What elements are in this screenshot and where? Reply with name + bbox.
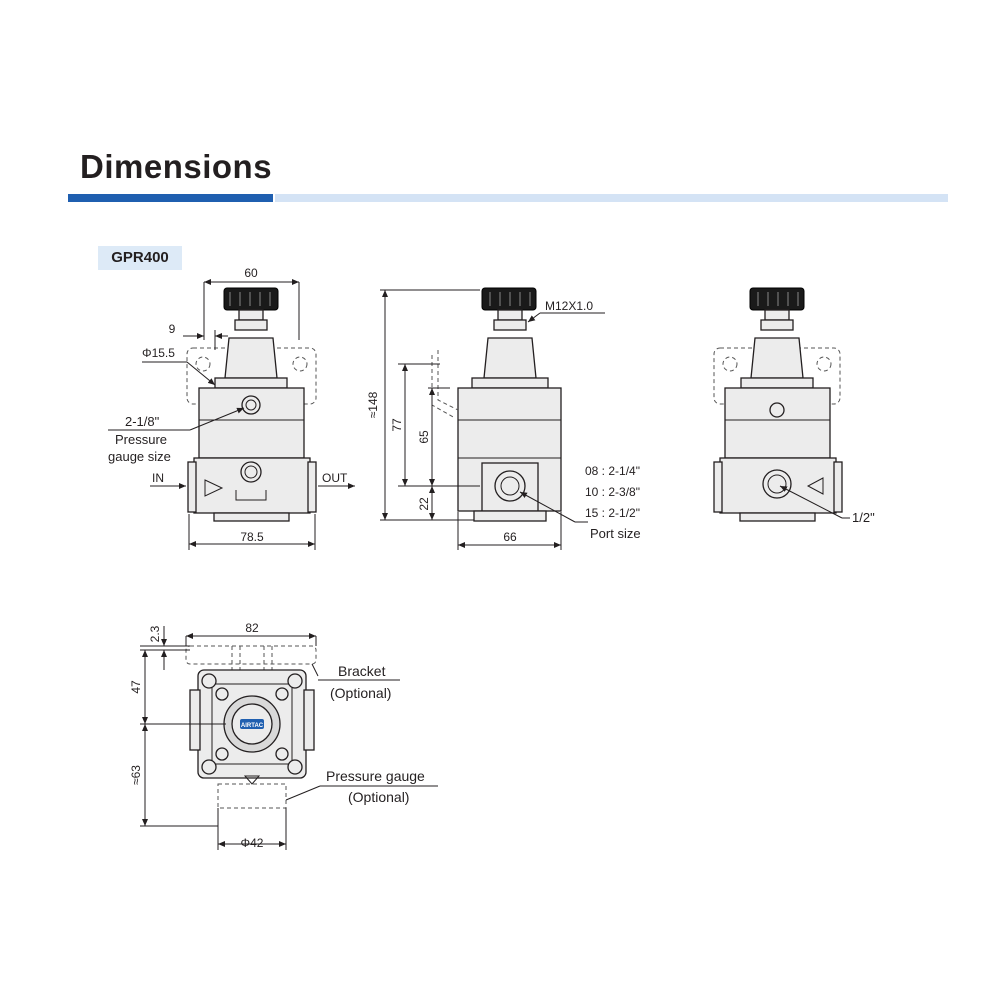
pressure-gauge-label: Pressure gauge [326,768,425,784]
screw-bottom-left [201,759,217,775]
gauge-thread-label: 2-1/8" [125,414,160,429]
rear-body-upper [724,387,831,459]
side-view: ≈148 77 65 22 66 M12X1.0 08 : 2-1/4" 10 … [366,287,641,550]
dim-77-label: 77 [390,418,404,432]
port-option-10: 10 : 2-3/8" [585,485,640,499]
dim-9-label: 9 [169,322,176,336]
front-gauge-port [241,395,261,415]
thread-label: M12X1.0 [545,299,593,313]
dim-47-label: 47 [129,680,143,694]
port-option-08: 08 : 2-1/4" [585,464,640,478]
model-tag: GPR400 [98,246,182,270]
screw-top-right [287,673,303,689]
front-view: 60 9 Φ15.5 2-1/8" Pressure gauge size IN… [108,266,355,550]
front-bonnet [224,337,278,379]
dim-60-label: 60 [244,266,258,280]
port-size-label: Port size [590,526,641,541]
title-underline-light [275,194,948,202]
dim-22-label: 22 [417,497,431,511]
pressure-gauge-optional-label: (Optional) [348,789,409,805]
dim-66-label: 66 [503,530,517,544]
airtac-logo [240,719,264,729]
port-option-15: 15 : 2-1/2" [585,506,640,520]
side-port [494,470,526,502]
top-gauge-outline [217,783,287,809]
dim-148-label: ≈148 [366,391,380,418]
airtac-logo-text: AIRTAC [241,723,264,729]
rear-port [762,469,792,499]
dim-65-label: 65 [417,430,431,444]
top-bracket-outline [185,645,317,665]
dim-diameter-label: Φ15.5 [142,346,175,360]
rear-port-label: 1/2" [852,510,875,525]
out-label: OUT [322,471,348,485]
bracket-label: Bracket [338,663,386,679]
dim-63-label: ≈63 [129,765,143,785]
dim-2-3-label: 2.3 [148,625,162,642]
title-underline-accent [68,194,273,202]
bracket-optional-label: (Optional) [330,685,391,701]
dim-78-5-label: 78.5 [240,530,264,544]
screw-bottom-right [287,759,303,775]
dim-diameter-42-label: Φ42 [241,836,264,850]
dim-82-label: 82 [245,621,259,635]
page-title: Dimensions [80,148,273,185]
in-label: IN [152,471,164,485]
gauge-size-label-2: gauge size [108,449,171,464]
gauge-size-label-1: Pressure [115,432,167,447]
side-bonnet [483,337,537,379]
rear-view: 1/2" [713,287,875,525]
top-view: AIRTAC 82 2.3 47 ≈63 Φ42 Bracket (Option… [129,621,438,850]
screw-top-left [201,673,217,689]
